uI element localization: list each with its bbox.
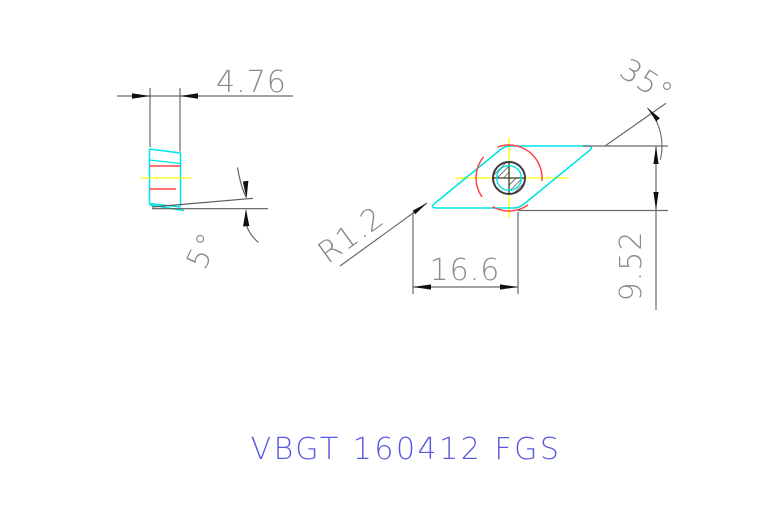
dim-thickness-arrows: [132, 93, 198, 99]
main-view: [431, 138, 593, 218]
dim-clearance-angle-label: 5°: [180, 227, 227, 275]
hole-inner-circle: [496, 164, 523, 191]
drawing-title: VBGT 160412 FGS: [251, 432, 562, 467]
dim-nose-radius-label: R1.2: [312, 200, 391, 271]
side-view-chipbreaker-lines: [149, 165, 181, 190]
dim-nose-angle: 35°: [604, 52, 679, 160]
side-view: [141, 148, 191, 212]
dim-clearance-angle: 5°: [151, 167, 268, 275]
dim-thickness-label: 4.76: [216, 65, 287, 100]
dim-clearance-angle-arc-tails: [236, 167, 259, 243]
dim-width-arrows: [653, 146, 659, 210]
dim-nose-radius: R1.2: [312, 200, 428, 271]
dim-nose-angle-arrow: [647, 107, 660, 122]
dim-width-label: 9.52: [614, 231, 649, 302]
dim-clearance-angle-arrows: [242, 180, 250, 227]
dim-edge-length-label: 16.6: [430, 253, 501, 288]
dim-nose-angle-slant-line: [604, 102, 667, 147]
center-hole: [492, 161, 526, 195]
dim-width: 9.52: [518, 145, 668, 310]
side-view-outline: [148, 148, 185, 212]
hole-quadrant-lines: [493, 162, 525, 194]
dim-width-lines: [518, 145, 668, 310]
dim-nose-radius-arrow: [412, 203, 427, 215]
insert-outline: [431, 145, 593, 209]
chipbreaker-ring: [475, 144, 543, 212]
dim-thickness: 4.76: [117, 65, 293, 152]
dim-nose-angle-label: 35°: [613, 52, 679, 112]
side-view-inner-edge: [149, 159, 181, 165]
dim-clearance-angle-lines: [151, 197, 268, 210]
dim-edge-length: 16.6: [412, 212, 519, 294]
